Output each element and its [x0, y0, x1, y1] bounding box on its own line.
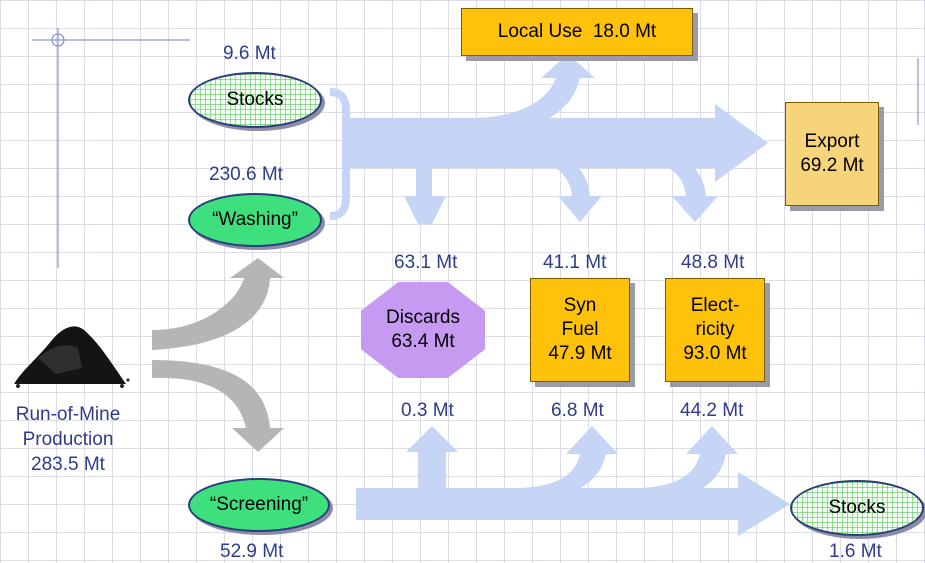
- screening-node: “Screening”: [188, 478, 330, 532]
- upper-flow: [346, 54, 768, 224]
- screening-node-label: “Screening”: [209, 494, 309, 515]
- flow-discards-washing-label: 63.1 Mt: [394, 252, 458, 273]
- electricity-label: Elect- ricity 93.0 Mt: [683, 295, 747, 364]
- stocks-node-top-label: Stocks: [226, 89, 284, 110]
- local-use-label: Local Use 18.0 Mt: [497, 21, 657, 42]
- discards-label: Discards 63.4 Mt: [386, 307, 460, 352]
- bracket-join: [329, 88, 350, 220]
- syn-fuel-label: Syn Fuel 47.9 Mt: [548, 295, 612, 364]
- coal-pile-image: [14, 326, 130, 388]
- flow-screening-label: 52.9 Mt: [220, 541, 284, 562]
- flow-stocks-bottom-label: 1.6 Mt: [829, 541, 882, 562]
- decor-circle: [51, 33, 65, 47]
- run-of-mine-label: Run-of-Mine Production 283.5 Mt: [15, 404, 121, 475]
- export-box: Export 69.2 Mt: [785, 102, 879, 206]
- washing-node: “Washing”: [188, 193, 322, 247]
- flow-discards-screening-label: 0.3 Mt: [401, 400, 454, 421]
- flow-stocks-top-label: 9.6 Mt: [223, 43, 276, 64]
- discards-node: Discards 63.4 Mt: [361, 282, 485, 378]
- stocks-node-top: Stocks: [188, 72, 322, 128]
- flow-synfuel-washing-label: 41.1 Mt: [543, 252, 607, 273]
- lower-flow: [356, 426, 790, 536]
- export-label: Export 69.2 Mt: [800, 131, 864, 176]
- stocks-node-bottom: Stocks: [790, 480, 924, 536]
- flow-synfuel-screening-label: 6.8 Mt: [551, 400, 604, 421]
- local-use-box: Local Use 18.0 Mt: [461, 8, 693, 56]
- flow-electricity-screening-label: 44.2 Mt: [680, 400, 744, 421]
- washing-node-label: “Washing”: [212, 209, 298, 230]
- syn-fuel-box: Syn Fuel 47.9 Mt: [530, 278, 630, 382]
- split-arrows: [152, 258, 284, 452]
- flow-electricity-washing-label: 48.8 Mt: [681, 252, 745, 273]
- electricity-box: Elect- ricity 93.0 Mt: [665, 278, 765, 382]
- flow-washing-label: 230.6 Mt: [209, 164, 283, 185]
- stocks-node-bottom-label: Stocks: [828, 497, 886, 518]
